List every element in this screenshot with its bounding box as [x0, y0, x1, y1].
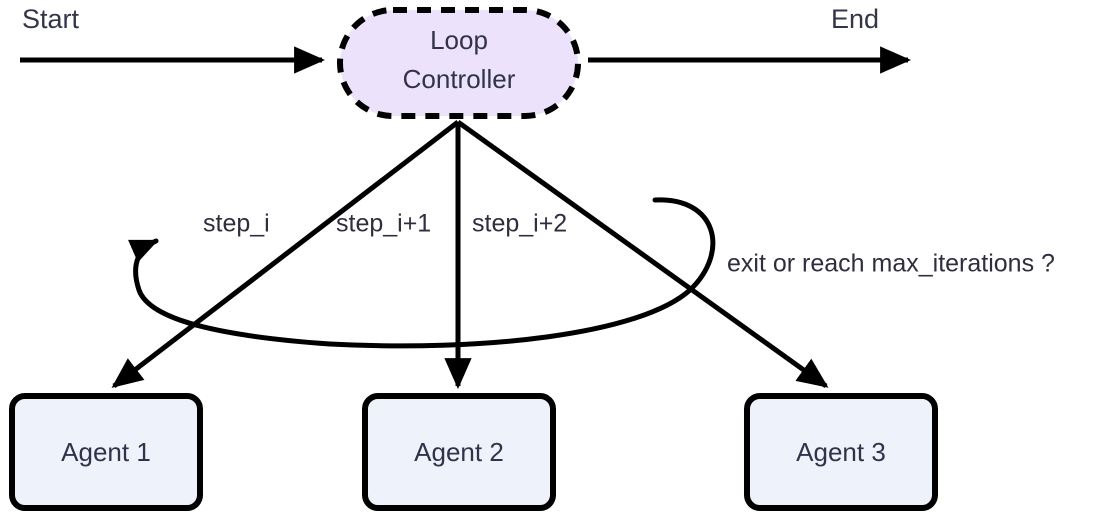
- loop-controller-label-line2: Controller: [403, 64, 516, 94]
- node-agent-3[interactable]: Agent 3: [744, 393, 938, 511]
- feedback-loop-edge: [127, 197, 716, 349]
- step-label-1: step_i: [203, 210, 270, 238]
- edge-controller-to-agent-3: [456, 119, 829, 389]
- step-label-2: step_i+1: [336, 210, 431, 238]
- start-label: Start: [22, 4, 80, 34]
- agent-3-label: Agent 3: [796, 437, 886, 467]
- loop-controller-shape[interactable]: [337, 7, 581, 119]
- agent-2-box[interactable]: [362, 393, 556, 511]
- agent-2-label: Agent 2: [414, 437, 504, 467]
- loop-controller-label-line1: Loop: [430, 25, 488, 55]
- node-agent-1[interactable]: Agent 1: [9, 393, 203, 511]
- step-label-3: step_i+2: [472, 210, 567, 238]
- fanout-edges: [111, 119, 829, 390]
- agent-1-label: Agent 1: [61, 437, 151, 467]
- node-loop-controller[interactable]: Loop Controller: [337, 7, 581, 119]
- node-agent-2[interactable]: Agent 2: [362, 393, 556, 511]
- agent-3-box[interactable]: [744, 393, 938, 511]
- agent-1-box[interactable]: [9, 393, 203, 511]
- feedback-label: exit or reach max_iterations ?: [727, 250, 1055, 278]
- end-label: End: [831, 4, 879, 34]
- edge-controller-to-agent-1: [111, 120, 460, 388]
- feedback-curve: [127, 197, 716, 349]
